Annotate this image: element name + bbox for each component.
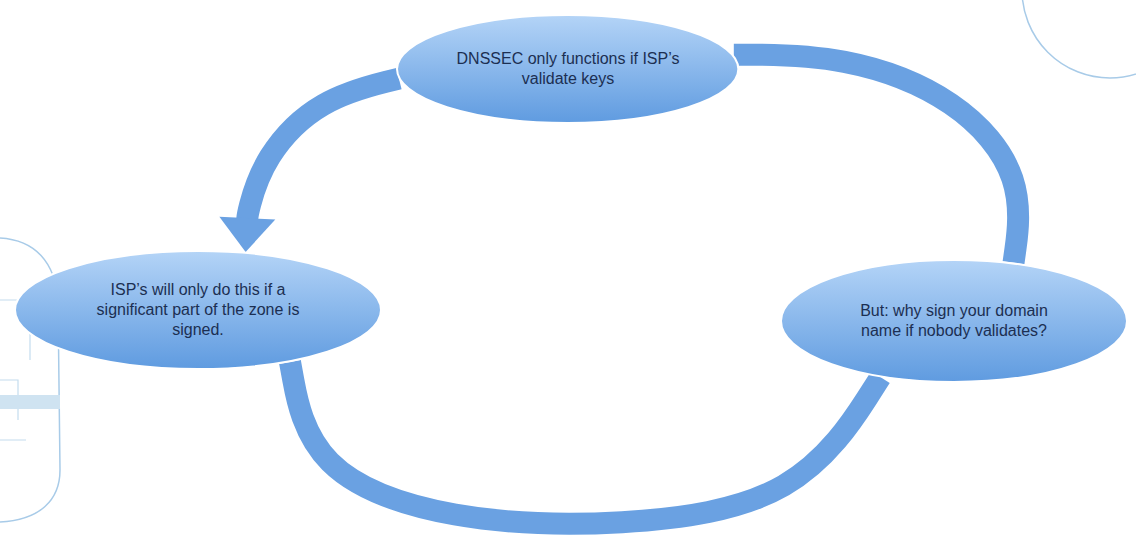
node-text: DNSSEC only functions if ISP’s validate …	[448, 49, 688, 89]
node-text: But: why sign your domain name if nobody…	[842, 301, 1067, 341]
corner-arc	[1022, 0, 1136, 78]
ellipse-shape	[396, 14, 739, 124]
ellipse-node: But: why sign your domain name if nobody…	[780, 259, 1128, 383]
arrow-head	[219, 217, 275, 252]
cycle-connector	[247, 79, 399, 221]
ellipse-outline	[15, 251, 381, 369]
cycle-arrow-group	[734, 55, 1018, 263]
cycle-connector	[290, 362, 880, 524]
ellipse-outline	[781, 260, 1127, 382]
cycle-arrow-group	[219, 79, 399, 252]
side-stripe	[0, 395, 60, 409]
cycle-arrow-group	[290, 362, 880, 524]
ellipse-node: ISP’s will only do this if a significant…	[14, 250, 382, 370]
ellipse-shape	[780, 259, 1128, 383]
cycle-connector	[734, 55, 1018, 263]
node-text: ISP’s will only do this if a significant…	[73, 280, 323, 340]
ellipse-node: DNSSEC only functions if ISP’s validate …	[396, 14, 739, 124]
ellipse-outline	[397, 15, 738, 123]
